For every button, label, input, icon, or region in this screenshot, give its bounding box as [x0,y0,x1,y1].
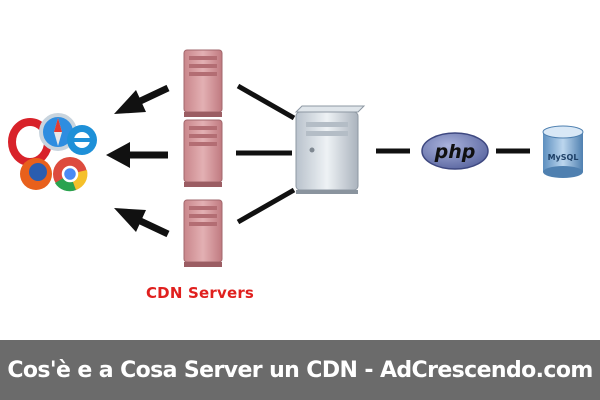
cdn-diagram: php MySQL [8,49,584,267]
connector-line-top [236,83,296,121]
connector-line-bottom [236,187,296,225]
mysql: MySQL [542,125,584,178]
mysql-database-icon: MySQL [542,125,584,178]
server-tower-icon [183,119,223,187]
arrow-bottom [114,208,170,238]
php-logo-text: php [434,141,476,163]
server-tower-icon [183,199,223,267]
php-logo-icon: php [421,132,489,170]
php: php [421,132,489,170]
server-tower-icon [183,49,223,117]
browsers [8,113,97,192]
cdn-server-middle [183,119,223,187]
arrow-top [114,84,170,114]
browser-logos-icon [8,113,97,192]
footer-banner: Cos'è e a Cosa Server un CDN - AdCrescen… [0,340,600,400]
arrow-middle [106,142,168,168]
origin-server [294,105,366,194]
mysql-logo-text: MySQL [548,153,579,162]
cdn-server-bottom [183,199,223,267]
cdn-servers-label: CDN Servers [145,284,255,302]
cdn-server-top [183,49,223,117]
footer-title: Cos'è e a Cosa Server un CDN - AdCrescen… [7,357,593,383]
server-tower-icon [294,105,366,194]
